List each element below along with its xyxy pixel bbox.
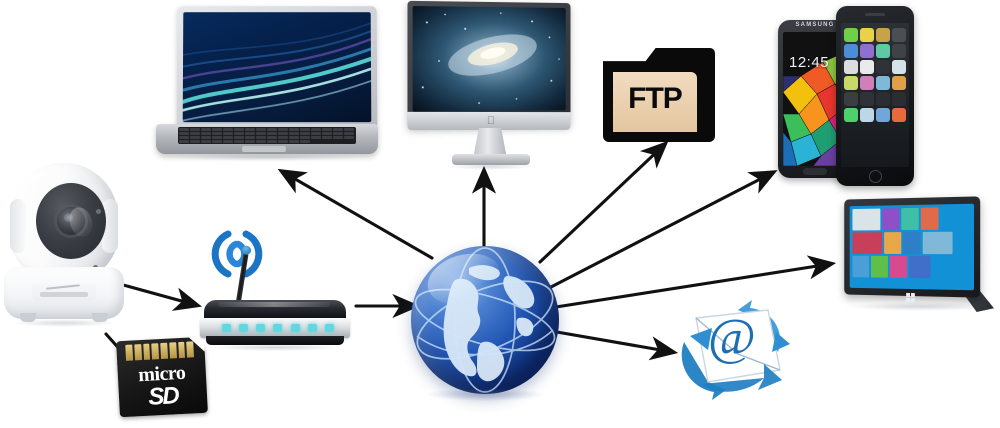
camera-body [10,163,118,281]
iphone-earpiece [865,13,885,16]
camera-foot [92,313,108,322]
arrow-globe-to-laptop [277,168,434,260]
camera-brand-logo [32,283,96,301]
tablet-body [844,196,981,303]
imac-desktop[interactable]:  [407,0,573,170]
tablet-screen-start-tiles[interactable] [849,203,975,291]
wireless-router[interactable] [196,222,350,351]
camera-hinge-left [10,199,26,253]
arrow-globe-to-tablet [554,255,837,309]
arrow-globe-to-ftp [538,140,669,264]
windows-tablet[interactable] [840,196,998,316]
imac-display-bezel [407,0,571,129]
samsung-home-button[interactable] [803,168,827,175]
laptop-keyboard[interactable] [178,127,356,144]
microsd-card[interactable]: micro SD [116,336,208,418]
email-icon[interactable]: @ [668,292,796,404]
router-led-indicators [222,324,334,332]
laptop-trackpad[interactable] [242,146,286,152]
arrow-camera-to-router [114,281,202,311]
router-top-shell [204,300,346,320]
imac-stand-foot [452,154,530,165]
laptop-lid [176,6,378,129]
ftp-folder-front: FTP [609,68,701,136]
ftp-server-folder[interactable]: FTP [603,44,715,144]
samsung-brand-label: SAMSUNG [795,22,835,28]
camera-foot [20,313,36,322]
router-bottom-shell [206,336,344,345]
arrow-globe-to-email [549,329,679,361]
smartphones-group[interactable]: SAMSUNG [778,6,914,186]
sdcard-label-sd: SD [147,382,179,411]
imac-chin:  [407,111,571,131]
globe-shadow [425,388,545,401]
iphone-screen [841,23,909,167]
router-shadow [208,344,342,351]
sdcard-body: micro SD [116,336,208,418]
iphone-home-button[interactable] [869,170,882,183]
camera-base [4,267,124,319]
laptop-shadow [163,153,371,161]
laptop-screen [182,12,372,123]
camera-ir-led [96,209,101,214]
envelope [690,309,790,383]
router-front-panel [200,318,350,338]
globe-sphere [411,246,559,394]
windows-logo-icon [906,289,915,303]
apple-logo-icon:  [487,115,496,127]
imac-screen [412,5,566,112]
laptop-computer[interactable] [153,6,381,166]
wifi-signal-icon [211,230,263,278]
tablet-shadow [848,302,988,311]
camera-face [36,183,106,270]
sdcard-contacts [125,341,195,361]
imac-stand-neck [473,128,507,158]
camera-lens-icon [57,207,85,235]
ftp-label: FTP [628,82,683,115]
laptop-base [156,124,378,154]
samsung-phone[interactable]: SAMSUNG [778,20,852,178]
camera-shadow [12,319,116,327]
arrow-globe-to-phones [549,170,778,289]
samsung-clock: 12:45 [789,54,830,71]
at-symbol: @ [708,309,756,366]
iphone-app-grid[interactable] [844,28,906,122]
email-front-arrow [702,364,782,392]
ip-camera[interactable] [4,163,124,328]
iphone[interactable] [836,6,914,186]
internet-globe-icon[interactable] [411,246,559,401]
imac-shadow [448,163,534,170]
camera-hinge-right [102,199,118,253]
